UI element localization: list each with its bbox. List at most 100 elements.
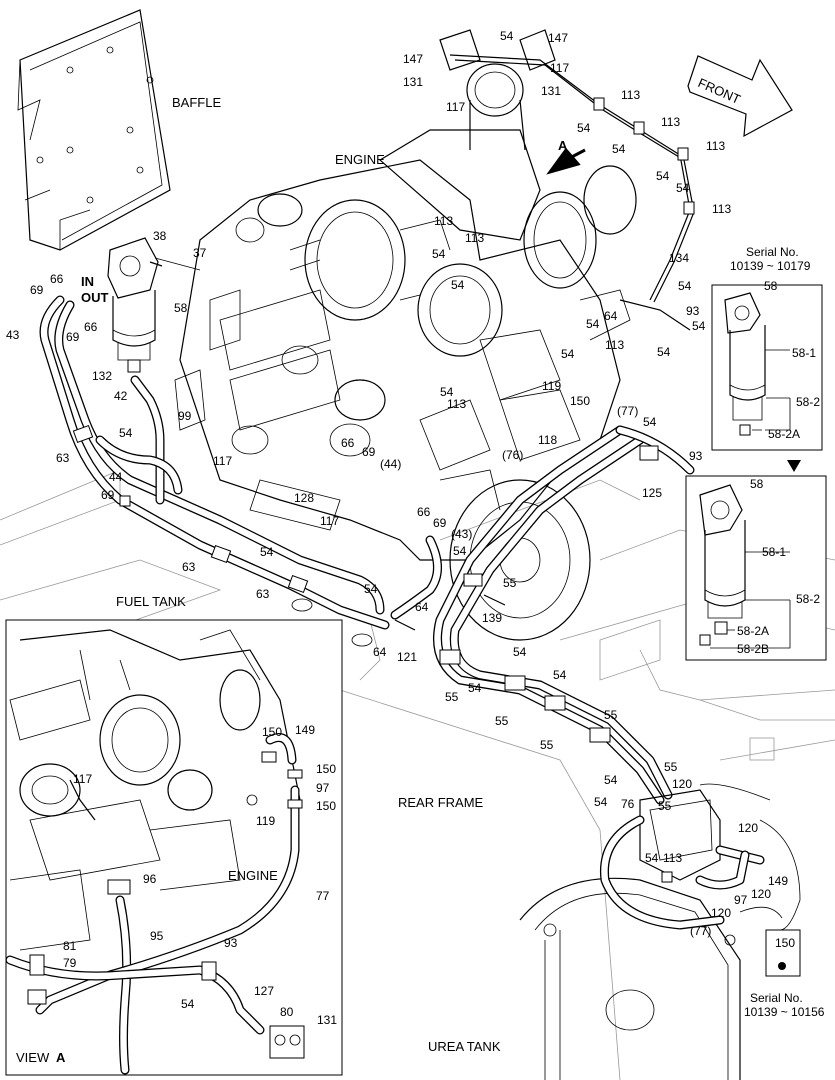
callout: 113	[712, 202, 731, 216]
callout: 54	[676, 181, 690, 195]
callout: 54	[594, 795, 608, 809]
callout: 120	[672, 777, 692, 791]
callout: 97	[734, 893, 748, 907]
callout: 117	[73, 772, 92, 786]
callout: 43	[6, 328, 20, 342]
callout: 54	[181, 997, 195, 1011]
callout: 69	[30, 283, 44, 297]
callout: 66	[417, 505, 431, 519]
callout: 58-2	[796, 395, 820, 409]
callout: 95	[150, 929, 164, 943]
label-rear-frame: REAR FRAME	[398, 795, 484, 810]
callout: 93	[689, 449, 703, 463]
urea-tank	[519, 789, 765, 1080]
callout: 113	[447, 397, 466, 411]
callout: 54	[440, 385, 454, 399]
label-out: OUT	[81, 290, 109, 305]
callout: 76	[621, 797, 635, 811]
callout: 63	[56, 451, 70, 465]
callout: 119	[256, 814, 275, 828]
callout: 54	[364, 582, 378, 596]
callout: (44)	[380, 457, 401, 471]
label-fuel-tank: FUEL TANK	[116, 594, 186, 609]
callout: 54	[432, 247, 446, 261]
callout: 54	[553, 668, 567, 682]
callout: 113	[706, 139, 725, 153]
callout: 120	[751, 887, 771, 901]
label-arrow-a: A	[558, 138, 568, 153]
callout: 117	[550, 61, 569, 75]
callout: 117	[320, 514, 339, 528]
callout: 66	[341, 436, 355, 450]
callout: 58-2B	[737, 642, 769, 656]
callout: 128	[294, 491, 314, 505]
callout: 149	[295, 723, 315, 737]
callout: 69	[101, 488, 115, 502]
callout: 55	[495, 714, 509, 728]
callout: 58-2	[796, 592, 820, 606]
callout: 54	[468, 681, 482, 695]
callout: 150	[570, 394, 590, 408]
callout: 54	[612, 142, 626, 156]
callout: 113	[434, 214, 453, 228]
callout: 69	[362, 445, 376, 459]
callout: 120	[711, 906, 731, 920]
callout: 54	[604, 773, 618, 787]
callout: 117	[213, 454, 232, 468]
callout: 54	[577, 121, 591, 135]
callout: 55	[445, 690, 459, 704]
callout: 121	[397, 650, 417, 664]
callout: (43)	[451, 527, 472, 541]
callout: (76)	[502, 448, 523, 462]
callout: 54	[561, 347, 575, 361]
label-view-letter: A	[56, 1050, 66, 1065]
center-hoses	[390, 425, 695, 805]
callout: 97	[316, 781, 330, 795]
engine-block	[174, 129, 637, 641]
label-in: IN	[81, 274, 94, 289]
callout: 150	[775, 936, 795, 950]
callout: 66	[84, 320, 98, 334]
label-engine: ENGINE	[335, 152, 385, 167]
callout: 54	[678, 279, 692, 293]
callout: 118	[538, 433, 557, 447]
callout: 64	[604, 309, 618, 323]
callout: 38	[153, 229, 167, 243]
callout: 55	[540, 738, 554, 752]
callout: 131	[317, 1013, 337, 1027]
callout: 54	[119, 426, 133, 440]
callout: 150	[316, 762, 336, 776]
detail-box-top	[711, 284, 823, 451]
callout: 99	[178, 409, 192, 423]
callout: 131	[403, 75, 423, 89]
callout: 119	[542, 379, 561, 393]
callout: 117	[446, 100, 465, 114]
callout: 63	[182, 560, 196, 574]
callout: 66	[50, 272, 64, 286]
callout: 150	[262, 725, 282, 739]
callout: 139	[482, 611, 502, 625]
callout: 55	[604, 708, 618, 722]
callout: 93	[686, 304, 700, 318]
baffle-plate	[17, 9, 171, 251]
callout: 58-1	[792, 346, 816, 360]
callout: 55	[503, 576, 517, 590]
callout: (77)	[690, 924, 711, 938]
serial-bottom-range: 10139 ~ 10156	[744, 1005, 825, 1019]
callout: 54	[500, 29, 514, 43]
callout: 54	[451, 278, 465, 292]
part-callouts: 54 147 147 117 131 131 117 113 54 113 54…	[6, 29, 820, 1027]
left-hoses	[39, 295, 416, 647]
callout: 58-1	[762, 545, 786, 559]
callout-arrow-120b	[699, 783, 771, 801]
callout: 69	[433, 516, 447, 530]
callout: 54	[692, 319, 706, 333]
view-a-arrow-icon	[546, 147, 586, 175]
callout: 64	[373, 645, 387, 659]
callout: 81	[63, 939, 77, 953]
callout: 58-2A	[768, 427, 800, 441]
callout: 44	[109, 470, 123, 484]
callout: 58	[174, 301, 188, 315]
callout: 54	[260, 545, 274, 559]
label-front: FRONT	[696, 75, 743, 107]
